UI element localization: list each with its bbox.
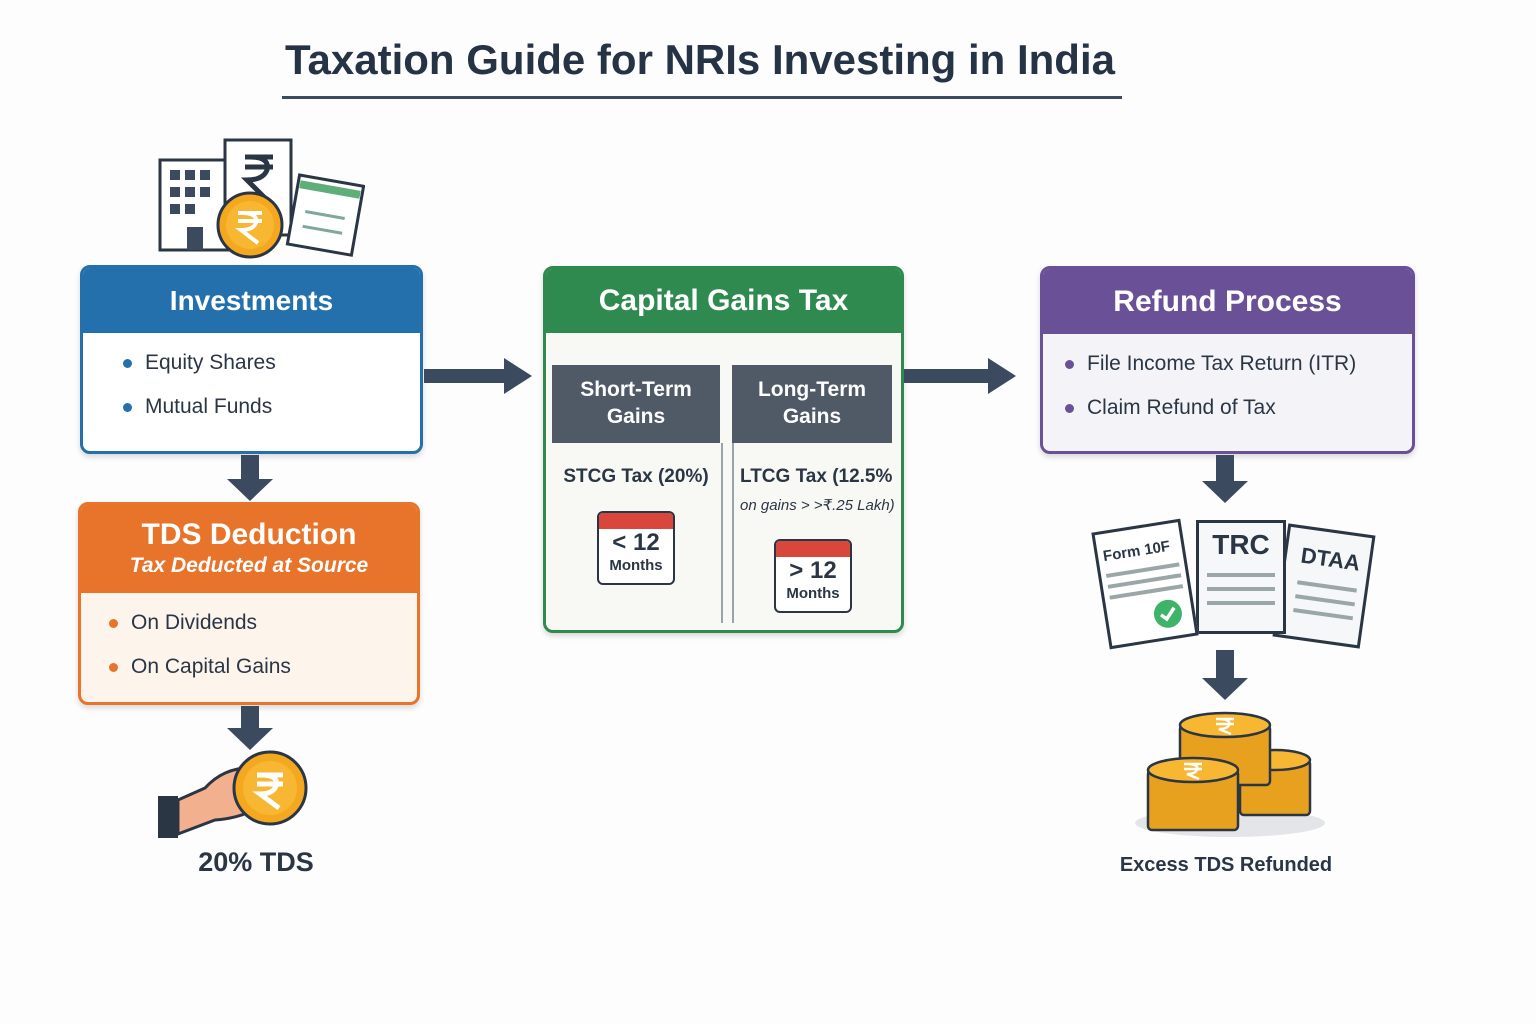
stcg-tax-rate: STCG Tax (20%) (563, 466, 709, 487)
ltcg-tax-rate: LTCG Tax (12.5% (740, 466, 893, 487)
short-term-header: Short-Term Gains (552, 365, 720, 443)
investment-item: Mutual Funds (123, 395, 420, 419)
arrow-down-icon (227, 455, 273, 501)
tds-card: TDS Deduction Tax Deducted at Source On … (78, 502, 420, 705)
capital-gains-title: Capital Gains Tax (546, 269, 901, 333)
check-icon (1153, 599, 1182, 628)
short-term-period: < 12 (612, 529, 660, 556)
coin-stack-icon (1135, 711, 1325, 837)
investment-buildings-icon (158, 138, 365, 259)
dtaa-label: DTAA (1299, 542, 1362, 576)
arrow-down-icon (1202, 455, 1248, 503)
title-underline (282, 96, 1122, 99)
refund-item: Claim Refund of Tax (1065, 396, 1412, 420)
tds-title: TDS Deduction (141, 518, 357, 551)
tds-subtitle: Tax Deducted at Source (129, 554, 369, 577)
tds-rate-caption: 20% TDS (198, 847, 314, 877)
short-term-unit: Months (609, 557, 663, 574)
arrow-down-icon (1202, 650, 1248, 700)
page-title: Taxation Guide for NRIs Investing in Ind… (285, 36, 1115, 83)
arrow-down-icon (227, 706, 273, 750)
form-10f-label: Form 10F (1101, 537, 1172, 566)
calendar-icon: < 12 Months (597, 511, 675, 585)
investments-title: Investments (83, 268, 420, 333)
document-dtaa: DTAA (1272, 523, 1376, 649)
document-form-10f: Form 10F (1091, 518, 1199, 650)
trc-label: TRC (1212, 529, 1270, 560)
arrow-right-icon (424, 358, 532, 394)
hand-with-coin-icon (158, 750, 308, 838)
column-divider (732, 443, 734, 623)
refund-caption: Excess TDS Refunded (1119, 854, 1333, 876)
investments-card: Investments Equity Shares Mutual Funds (80, 265, 423, 454)
investment-item: Equity Shares (123, 351, 420, 375)
long-term-header: Long-Term Gains (732, 365, 892, 443)
refund-item: File Income Tax Return (ITR) (1065, 352, 1412, 376)
long-term-period: > 12 (789, 557, 837, 584)
refund-card: Refund Process File Income Tax Return (I… (1040, 266, 1415, 454)
calendar-icon: > 12 Months (774, 539, 852, 613)
column-divider (721, 443, 723, 623)
refund-title: Refund Process (1043, 269, 1412, 334)
tds-item: On Dividends (109, 611, 417, 635)
long-term-unit: Months (786, 585, 840, 602)
tax-documents: DTAA TRC Form 10F (1091, 515, 1376, 650)
capital-gains-card: Capital Gains Tax Short-Term Gains Long-… (543, 266, 904, 633)
ltcg-threshold-note: on gains > >₹.25 Lakh) (740, 497, 895, 514)
document-trc: TRC (1196, 520, 1286, 634)
arrow-right-icon (904, 358, 1016, 394)
tds-item: On Capital Gains (109, 655, 417, 679)
